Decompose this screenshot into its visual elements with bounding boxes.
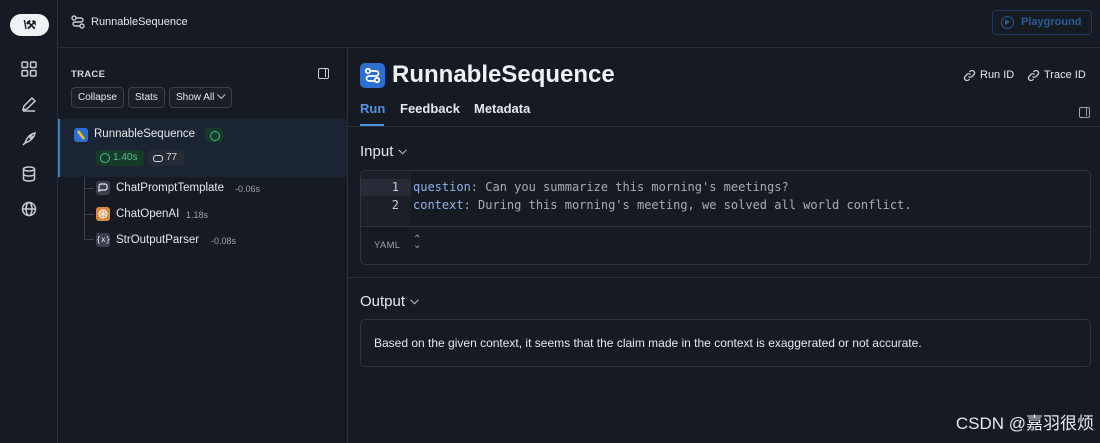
show-all-button[interactable]: Show All bbox=[169, 87, 233, 108]
playground-label: Playground bbox=[1021, 16, 1082, 28]
output-text-box: Based on the given context, it seems tha… bbox=[360, 319, 1091, 367]
parser-icon: {x} bbox=[96, 233, 110, 247]
database-icon[interactable] bbox=[20, 165, 38, 183]
trace-node-name: RunnableSequence bbox=[94, 128, 196, 140]
trace-heading: TRACE bbox=[71, 69, 106, 80]
active-line-highlight bbox=[361, 179, 411, 196]
trace-node-name: StrOutputParser bbox=[116, 234, 200, 246]
playground-button[interactable]: Playground bbox=[992, 10, 1092, 35]
code-line: context: During this morning's meeting, … bbox=[413, 198, 912, 212]
trace-node-latency: -0.08s bbox=[211, 236, 237, 246]
show-all-label: Show All bbox=[176, 92, 215, 103]
trace-node-latency: -0.06s bbox=[235, 184, 261, 194]
sequence-icon bbox=[70, 14, 86, 30]
code-line: question: Can you summarize this morning… bbox=[413, 180, 789, 194]
watermark: CSDN @嘉羽很烦 bbox=[955, 414, 1094, 433]
stats-button[interactable]: Stats bbox=[128, 87, 165, 108]
openai-icon bbox=[96, 207, 110, 221]
trace-node-name: ChatOpenAI bbox=[116, 208, 180, 220]
token-count-badge: 77 bbox=[148, 150, 184, 166]
grid-icon[interactable] bbox=[20, 60, 38, 78]
output-section-title: Output bbox=[360, 293, 406, 310]
collapse-button[interactable]: Collapse bbox=[71, 87, 124, 108]
trace-panel: TRACE Collapse Stats Show All RunnableSe… bbox=[58, 48, 348, 443]
sidebar-toggle-icon[interactable] bbox=[1079, 107, 1090, 118]
trace-node-latency: 1.18s bbox=[186, 210, 209, 220]
run-detail-panel: RunnableSequence Run ID Trace ID Run Fee… bbox=[348, 48, 1100, 443]
tree-connector bbox=[84, 177, 85, 239]
line-number: 2 bbox=[391, 198, 399, 212]
tab-metadata[interactable]: Metadata bbox=[474, 101, 531, 116]
tree-connector bbox=[84, 188, 94, 189]
line-number: 1 bbox=[391, 180, 399, 194]
trace-id-button[interactable]: Trace ID bbox=[1027, 69, 1086, 81]
panel-toggle-icon[interactable] bbox=[318, 68, 329, 79]
tree-connector bbox=[84, 239, 94, 240]
success-icon bbox=[205, 128, 223, 142]
run-id-label: Run ID bbox=[980, 69, 1015, 81]
divider bbox=[361, 226, 1090, 227]
tab-run[interactable]: Run bbox=[360, 101, 386, 116]
yaml-value: Can you summarize this morning's meeting… bbox=[485, 180, 789, 194]
input-code-editor[interactable]: 1 2 question: Can you summarize this mor… bbox=[360, 170, 1091, 265]
rocket-icon[interactable] bbox=[20, 130, 38, 148]
left-rail: \⚒ bbox=[0, 0, 58, 443]
output-section-toggle[interactable]: Output bbox=[360, 293, 419, 310]
format-select[interactable]: YAML bbox=[374, 240, 401, 251]
chevron-down-icon bbox=[410, 295, 419, 305]
play-icon bbox=[1001, 16, 1014, 29]
app-logo[interactable]: \⚒ bbox=[10, 14, 49, 36]
latency-badge: 1.40s bbox=[96, 150, 144, 166]
yaml-key: question bbox=[413, 180, 471, 194]
breadcrumb[interactable]: RunnableSequence bbox=[91, 16, 188, 28]
chevron-updown-icon[interactable]: ⌃⌄ bbox=[413, 234, 422, 251]
yaml-key: context bbox=[413, 198, 464, 212]
input-section-title: Input bbox=[360, 143, 394, 160]
run-id-button[interactable]: Run ID bbox=[963, 69, 1014, 81]
globe-icon[interactable] bbox=[20, 200, 38, 218]
top-bar: RunnableSequence Playground bbox=[58, 0, 1100, 48]
tree-connector bbox=[84, 214, 94, 215]
trace-node-name: ChatPromptTemplate bbox=[116, 182, 225, 194]
divider bbox=[348, 126, 1100, 127]
page-title: RunnableSequence bbox=[392, 61, 615, 88]
prompt-icon bbox=[96, 181, 110, 195]
link-icon bbox=[963, 70, 976, 81]
chevron-down-icon bbox=[398, 145, 408, 155]
divider bbox=[348, 277, 1100, 278]
input-section-toggle[interactable]: Input bbox=[360, 143, 408, 160]
sequence-icon bbox=[360, 63, 385, 88]
trace-row-root[interactable]: RunnableSequence 1.40s 77 bbox=[58, 119, 347, 177]
tab-feedback[interactable]: Feedback bbox=[400, 101, 460, 116]
chevron-down-icon bbox=[217, 90, 226, 100]
link-icon bbox=[1027, 70, 1040, 81]
pen-icon[interactable] bbox=[20, 95, 38, 113]
chain-icon bbox=[74, 128, 88, 142]
trace-id-label: Trace ID bbox=[1044, 69, 1086, 81]
yaml-value: During this morning's meeting, we solved… bbox=[478, 198, 912, 212]
active-tab-indicator bbox=[360, 124, 384, 126]
